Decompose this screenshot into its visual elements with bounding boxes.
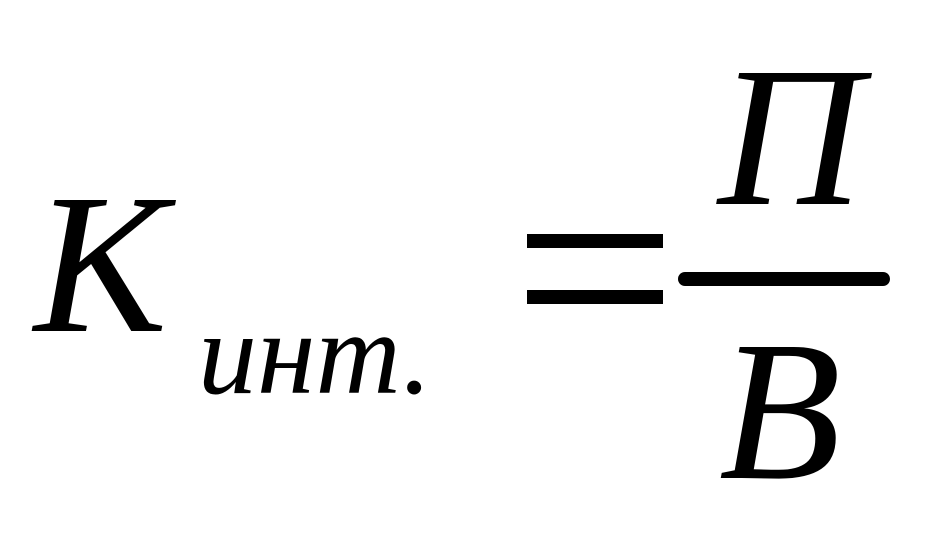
- lhs-subscript: инт.: [198, 288, 432, 419]
- fraction-numerator: П: [717, 27, 863, 248]
- equals-sign: [527, 228, 663, 306]
- fraction-denominator: B: [718, 301, 842, 522]
- equals-bottom-bar: [527, 290, 663, 304]
- equals-top-bar: [527, 234, 663, 248]
- lhs-symbol: K: [34, 154, 168, 375]
- fraction-bar: [678, 272, 890, 286]
